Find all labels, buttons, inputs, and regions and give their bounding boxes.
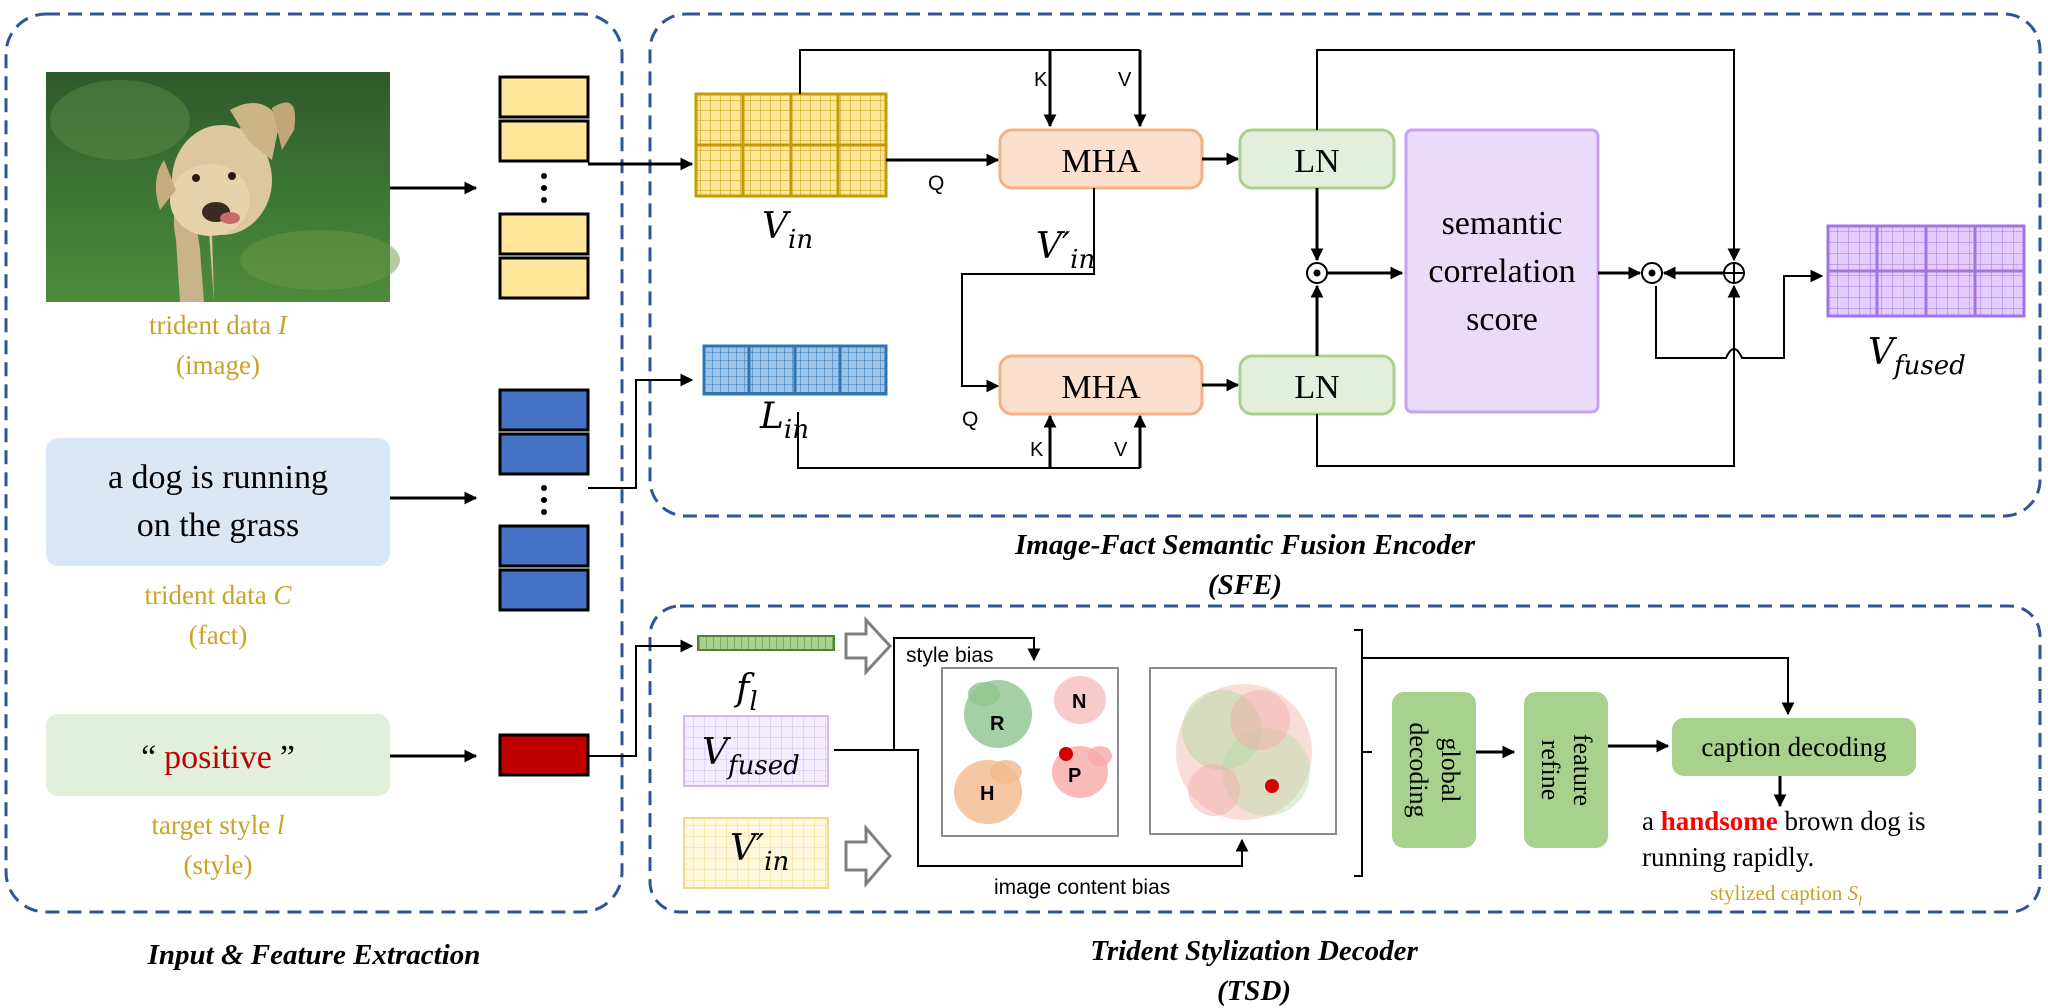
v-label-top: V — [1118, 69, 1132, 91]
global-decoding-block — [1392, 692, 1476, 848]
sfe-caption-line2: (SFE) — [1208, 569, 1282, 601]
style-text: “positive” — [141, 739, 295, 776]
semantic-correlation-score-block — [1404, 128, 1600, 414]
fact-text-line2: on the grass — [137, 507, 299, 544]
input-panel-border — [4, 12, 624, 914]
fact-text-line1: a dog is running — [108, 459, 328, 496]
tsd-caption-line2: (TSD) — [1217, 975, 1291, 1007]
tsd-panel-border — [648, 604, 2042, 914]
style-bias-label: style bias — [906, 644, 994, 667]
style-feature-block — [498, 733, 590, 777]
caption-decoding-block — [1672, 718, 1916, 776]
input-panel-caption: Input & Feature Extraction — [147, 939, 481, 971]
q-label-top: Q — [928, 172, 944, 195]
output-caption-line2: running rapidly. — [1642, 842, 1814, 872]
k-label-top: K — [1034, 69, 1048, 91]
bracket-to-caption-decoding-line — [1362, 657, 1795, 716]
cluster-label-r: R — [990, 713, 1005, 735]
feature-refine-label: featurerefine — [1536, 734, 1597, 806]
fact-label: trident data C — [145, 580, 293, 610]
image-content-bias-line — [894, 749, 1249, 867]
sfe-panel-border — [648, 12, 2042, 518]
image-sub-label: (image) — [176, 350, 260, 380]
sfe-caption-line1: Image-Fact Semantic Fusion Encoder — [1014, 529, 1476, 561]
f-l-label: fl — [733, 668, 758, 717]
dog-photo-icon — [46, 72, 400, 302]
fact-features-to-lin-arrow — [588, 373, 694, 489]
q-label-bottom: Q — [962, 408, 978, 431]
caption-decoding-label: caption decoding — [1701, 732, 1886, 762]
score-line2: correlation — [1428, 253, 1575, 290]
mixed-scatter-plot — [1149, 667, 1337, 835]
residual-loop-top — [1316, 49, 1741, 262]
cluster-scatter-plot: R N H P — [941, 667, 1119, 837]
style-bias-line — [834, 637, 1041, 751]
v-prime-tsd-box — [683, 817, 829, 889]
v-fused-label: Vfused — [1868, 332, 1966, 381]
stylized-caption-label: stylized caption Sl — [1710, 881, 1862, 909]
k-label-bottom: K — [1030, 439, 1044, 461]
f-l-vector — [697, 635, 835, 651]
kv-loop-top — [799, 49, 1140, 94]
mha-label-bottom: MHA — [1061, 369, 1141, 406]
ln-label-top: LN — [1294, 143, 1339, 180]
l-in-label: Lin — [759, 396, 809, 445]
v-prime-label: V′in — [1036, 226, 1095, 275]
style-feature-to-fl-arrow — [588, 639, 694, 757]
style-sub-label: (style) — [184, 850, 253, 880]
output-caption-line1: a handsome brown dog is — [1642, 806, 1926, 836]
cluster-label-n: N — [1072, 691, 1086, 713]
odot-to-vfused-path — [1655, 269, 1824, 359]
kv-loop-bottom — [797, 412, 1140, 469]
cluster-label-p: P — [1068, 765, 1081, 787]
v-in-label: Vin — [762, 206, 813, 255]
image-feature-stack — [498, 75, 590, 300]
decoder-bracket — [1354, 629, 1363, 877]
style-label: target style l — [152, 810, 285, 840]
v-fused-tsd-label: Vfused — [702, 732, 800, 781]
fact-sub-label: (fact) — [189, 620, 247, 650]
score-line3: score — [1466, 301, 1538, 338]
fact-feature-stack — [498, 388, 590, 612]
ln-label-bottom: LN — [1294, 369, 1339, 406]
feature-refine-block — [1524, 692, 1608, 848]
style-box — [46, 714, 390, 796]
global-decoding-label: globaldecoding — [1404, 722, 1465, 817]
v-prime-block-arrow — [844, 823, 892, 889]
fact-box — [46, 438, 390, 566]
image-label: trident data I — [149, 310, 289, 340]
cluster-label-h: H — [980, 783, 994, 805]
v-prime-tsd-label: V′in — [730, 828, 789, 877]
image-content-bias-label: image content bias — [994, 876, 1170, 899]
v-label-bottom: V — [1114, 439, 1128, 461]
mha-top-to-mha-bottom-q — [961, 188, 1095, 393]
mha-label-top: MHA — [1061, 143, 1141, 180]
f-l-block-arrow — [844, 616, 893, 676]
tsd-caption-line1: Trident Stylization Decoder — [1090, 935, 1418, 967]
residual-loop-bottom — [1316, 284, 1741, 467]
score-line1: semantic — [1442, 205, 1563, 242]
v-fused-tsd-box — [683, 715, 829, 787]
